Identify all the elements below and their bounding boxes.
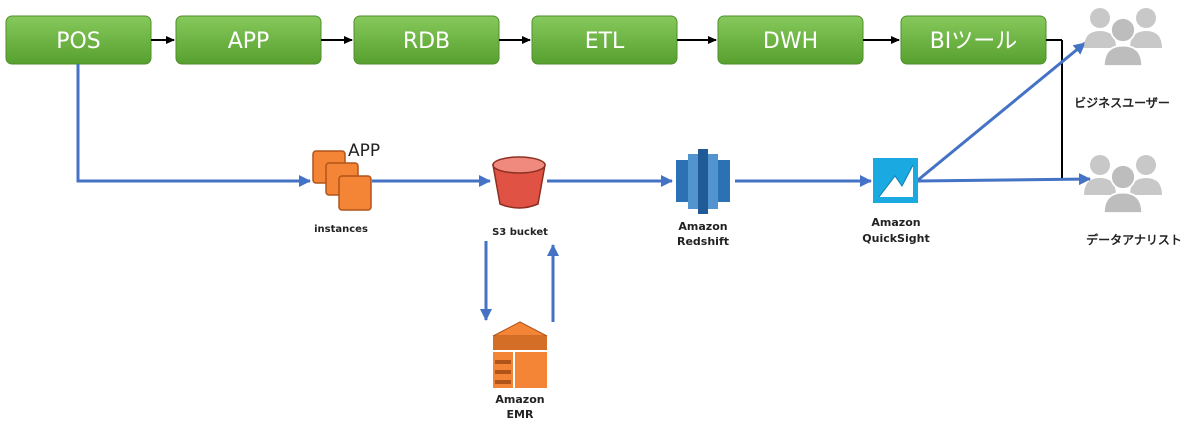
s3-bucket-icon [492,156,546,209]
emr-icon [492,321,548,388]
pipeline-box-label: BIツール [930,29,1018,54]
redshift-label-1: Amazon [678,220,727,233]
flow-arrow-quicksight-to-business [917,41,1086,182]
data-analyst-icon [1084,155,1162,214]
pipeline-box-app: APP [175,15,322,65]
app-title: APP [348,141,380,161]
data-analyst-label: データアナリスト [1086,232,1182,247]
redshift-icon [676,149,730,214]
flow-arrow-pos-to-ec2 [76,64,311,187]
business-users-icon [1084,8,1162,67]
business-users-label: ビジネスユーザー [1074,95,1170,110]
ec2-instances-icon [312,150,372,211]
pipeline-box-pos: POS [5,15,152,65]
quicksight-icon [873,158,918,203]
pipeline-box-label: ETL [585,29,625,54]
emr-label-2: EMR [507,408,534,421]
quicksight-label-2: QuickSight [862,232,929,245]
emr-label-1: Amazon [495,393,544,406]
pipeline: POS APP RDB ETL DWH BIツール [5,15,1063,178]
flow-arrow-quicksight-to-analyst [917,173,1091,186]
pipeline-box-label: DWH [763,29,818,54]
s3-label: S3 bucket [492,227,548,238]
aws-flow [76,41,1091,322]
redshift-label-2: Redshift [677,235,729,248]
pipeline-box-bi-tool: BIツール [900,15,1047,65]
pipeline-box-label: RDB [403,29,450,54]
pipeline-box-etl: ETL [531,15,678,65]
pipeline-box-label: POS [56,29,101,54]
instances-label: instances [314,224,368,235]
pipeline-box-label: APP [228,29,270,54]
quicksight-label-1: Amazon [871,216,920,229]
pipeline-box-rdb: RDB [353,15,500,65]
pipeline-box-dwh: DWH [717,15,864,65]
